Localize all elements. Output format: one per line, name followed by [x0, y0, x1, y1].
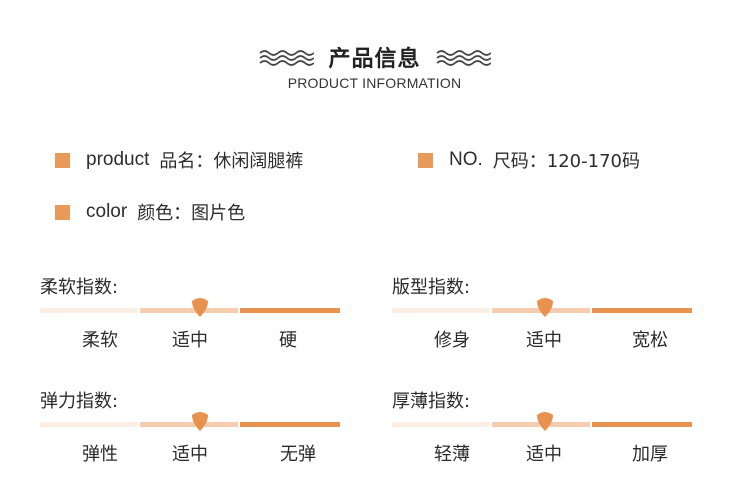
rating-bar-segment	[392, 308, 490, 313]
rating-bar-segment	[592, 422, 692, 427]
rating-thickness: 厚薄指数: 轻薄 适中 加厚	[392, 387, 692, 477]
rating-option: 修身	[434, 330, 470, 351]
rating-elasticity: 弹力指数: 弹性 适中 无弹	[40, 387, 340, 477]
page-title: 产品信息	[328, 47, 421, 72]
rating-marker-icon	[192, 412, 208, 431]
rating-marker-icon	[192, 298, 208, 317]
rating-label: 弹力指数:	[40, 391, 119, 412]
rating-option: 适中	[526, 330, 562, 351]
rating-option: 适中	[172, 444, 208, 465]
rating-option: 无弹	[280, 444, 316, 465]
rating-label: 厚薄指数:	[392, 391, 471, 412]
info-product-cn: 品名：休闲阔腿裤	[159, 151, 304, 172]
rating-option: 适中	[526, 444, 562, 465]
rating-option: 弹性	[82, 444, 118, 465]
info-number-cn: 尺码：120-170码	[492, 151, 640, 172]
rating-bar-segment	[240, 308, 340, 313]
orange-square-icon	[418, 152, 433, 168]
rating-marker-icon	[537, 412, 553, 431]
rating-bar-segment	[140, 422, 238, 427]
orange-square-icon	[55, 204, 70, 220]
page-subtitle: PRODUCT INFORMATION	[287, 75, 462, 91]
info-color-cn: 颜色：图片色	[137, 203, 246, 224]
rating-bar-segment	[392, 422, 490, 427]
info-number: NO. 尺码：120-170码	[418, 147, 640, 173]
rating-label: 版型指数:	[392, 277, 471, 298]
rating-option: 硬	[279, 330, 297, 351]
info-number-en: NO.	[449, 149, 483, 170]
info-color-en: color	[86, 201, 128, 222]
orange-square-icon	[55, 152, 70, 168]
rating-option: 加厚	[632, 444, 668, 465]
rating-bar-segment	[140, 308, 238, 313]
rating-bar-segment	[40, 308, 138, 313]
wave-decoration-icon	[259, 50, 315, 66]
info-product-en: product	[86, 149, 150, 170]
wave-decoration-icon	[435, 50, 491, 66]
info-product: product 品名：休闲阔腿裤	[55, 147, 303, 173]
rating-fit: 版型指数: 修身 适中 宽松	[392, 273, 692, 363]
rating-softness: 柔软指数: 柔软 适中 硬	[40, 273, 340, 363]
rating-option: 轻薄	[434, 444, 470, 465]
info-color: color 颜色：图片色	[55, 199, 245, 225]
rating-label: 柔软指数:	[40, 277, 119, 298]
rating-option: 宽松	[632, 330, 668, 351]
rating-bar-segment	[240, 422, 340, 427]
header-title-row: 产品信息	[0, 40, 749, 74]
rating-option: 适中	[172, 330, 208, 351]
rating-bar-segment	[592, 308, 692, 313]
rating-marker-icon	[537, 298, 553, 317]
rating-bar-segment	[40, 422, 138, 427]
rating-option: 柔软	[82, 330, 118, 351]
